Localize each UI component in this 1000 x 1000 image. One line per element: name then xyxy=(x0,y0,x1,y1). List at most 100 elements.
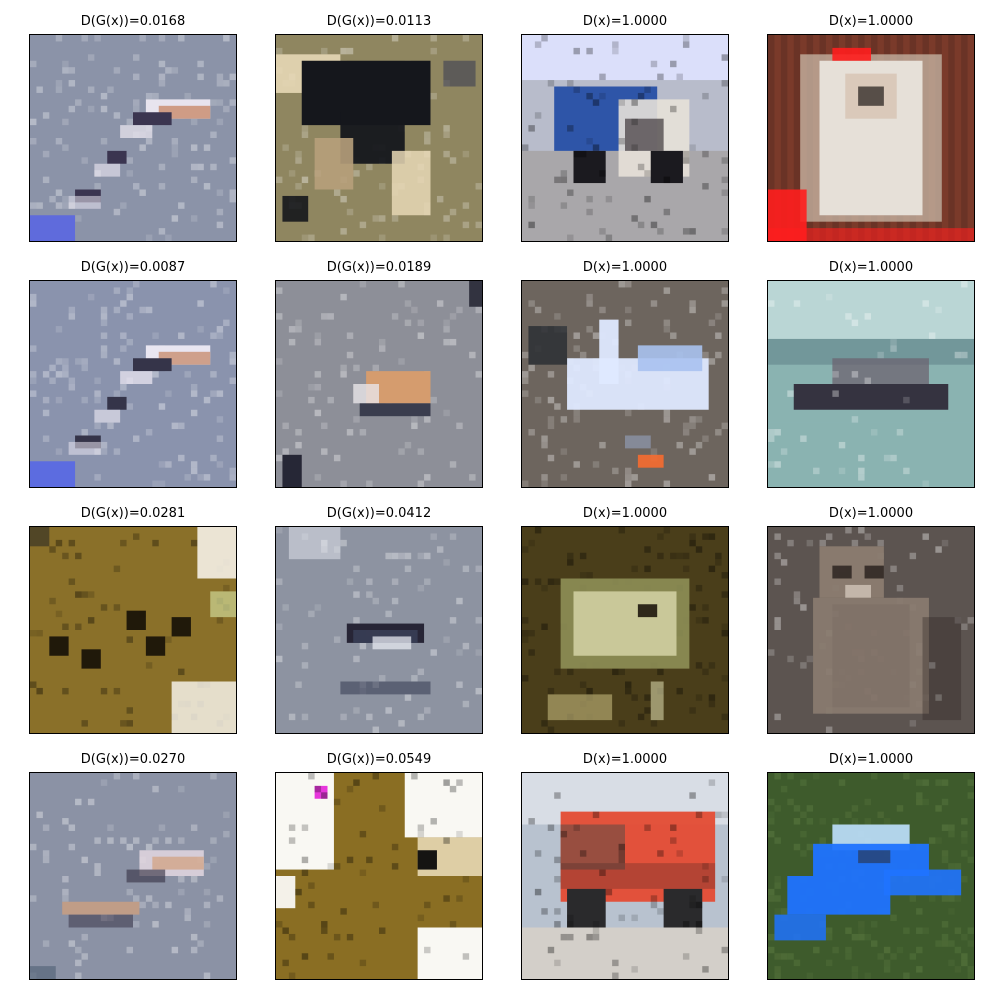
pixel xyxy=(721,80,728,87)
pixel xyxy=(301,953,309,960)
pixel xyxy=(663,287,671,294)
pixel xyxy=(68,940,76,947)
pixel xyxy=(586,326,593,333)
pixel xyxy=(197,73,204,81)
pixel xyxy=(650,60,658,68)
pixel xyxy=(353,416,360,423)
pixel xyxy=(308,901,315,909)
stripe xyxy=(961,35,968,241)
pixel xyxy=(42,850,50,857)
tail xyxy=(599,319,619,384)
pixel xyxy=(592,332,600,339)
pixel xyxy=(158,35,166,42)
pixel xyxy=(806,818,814,825)
panel-image xyxy=(767,772,975,980)
panel-title: D(x)=1.0000 xyxy=(582,14,668,29)
pixel xyxy=(276,176,283,184)
pixel xyxy=(631,474,638,481)
leaf xyxy=(650,681,664,721)
pixel xyxy=(670,837,677,844)
pixel xyxy=(178,202,185,209)
highlight xyxy=(210,591,236,618)
pixel xyxy=(100,687,108,695)
pixel xyxy=(708,694,716,701)
pixel xyxy=(961,959,968,967)
pixel xyxy=(223,287,230,294)
pixel xyxy=(475,565,482,573)
pixel xyxy=(858,467,865,475)
pixel xyxy=(120,202,127,209)
panel-title: D(x)=1.0000 xyxy=(828,14,914,29)
pixel xyxy=(708,358,716,365)
pixel xyxy=(708,533,716,540)
pixel xyxy=(618,856,625,864)
pixel xyxy=(203,921,211,928)
pixel xyxy=(223,80,230,87)
pixel xyxy=(599,170,606,177)
pixel xyxy=(353,364,360,372)
pixel xyxy=(800,830,807,838)
pixel xyxy=(178,332,185,339)
pixel xyxy=(663,527,671,534)
pixel xyxy=(534,527,542,534)
pixel xyxy=(554,578,561,585)
pixel xyxy=(695,584,703,592)
panel-image xyxy=(275,526,483,734)
panel-title: D(G(x))=0.0113 xyxy=(326,14,432,29)
pixel xyxy=(961,876,968,883)
pixel xyxy=(55,202,63,209)
pixel xyxy=(657,73,664,81)
pixel xyxy=(695,921,703,928)
pixel xyxy=(631,966,638,973)
pixel xyxy=(618,99,625,106)
pixel xyxy=(475,617,482,624)
pixel xyxy=(858,921,865,928)
pixel xyxy=(229,195,236,203)
panel-title: D(x)=1.0000 xyxy=(828,506,914,521)
pixel xyxy=(216,189,224,196)
pixel xyxy=(774,461,781,468)
pixel xyxy=(560,202,568,209)
pixel xyxy=(133,105,140,113)
pixel xyxy=(100,604,108,611)
pixel xyxy=(825,293,833,301)
pixel xyxy=(190,384,198,391)
pixel xyxy=(327,863,334,870)
pixel xyxy=(528,125,535,132)
pixel xyxy=(359,221,367,229)
pixel xyxy=(197,60,204,68)
pixel xyxy=(676,441,683,449)
pixel xyxy=(456,779,463,786)
pixel xyxy=(547,726,555,733)
pixel xyxy=(605,195,613,203)
pixel xyxy=(961,623,968,630)
pixel xyxy=(30,377,37,384)
pixel xyxy=(216,332,224,339)
pixel xyxy=(229,474,236,481)
white xyxy=(417,927,482,979)
pixel xyxy=(522,144,529,151)
pixel xyxy=(871,429,878,436)
pixel xyxy=(845,927,852,934)
pixel xyxy=(922,779,929,786)
pixel xyxy=(81,856,88,864)
pixel xyxy=(30,895,37,902)
pixel xyxy=(851,818,859,825)
pixel xyxy=(967,972,974,979)
object xyxy=(107,150,127,164)
pixel xyxy=(948,940,955,947)
pixel xyxy=(721,54,728,61)
panel-title: D(G(x))=0.0189 xyxy=(326,260,432,275)
pixel xyxy=(353,565,360,573)
pixel xyxy=(909,895,917,902)
pixel xyxy=(774,552,781,560)
pixel xyxy=(579,681,587,688)
panel-title: D(G(x))=0.0549 xyxy=(326,752,432,767)
pixel xyxy=(663,480,671,487)
pixel xyxy=(417,552,425,560)
pixel xyxy=(295,888,302,896)
pixel xyxy=(49,195,56,203)
pixel xyxy=(579,552,587,560)
pixel xyxy=(165,234,172,241)
pixel xyxy=(210,773,217,780)
